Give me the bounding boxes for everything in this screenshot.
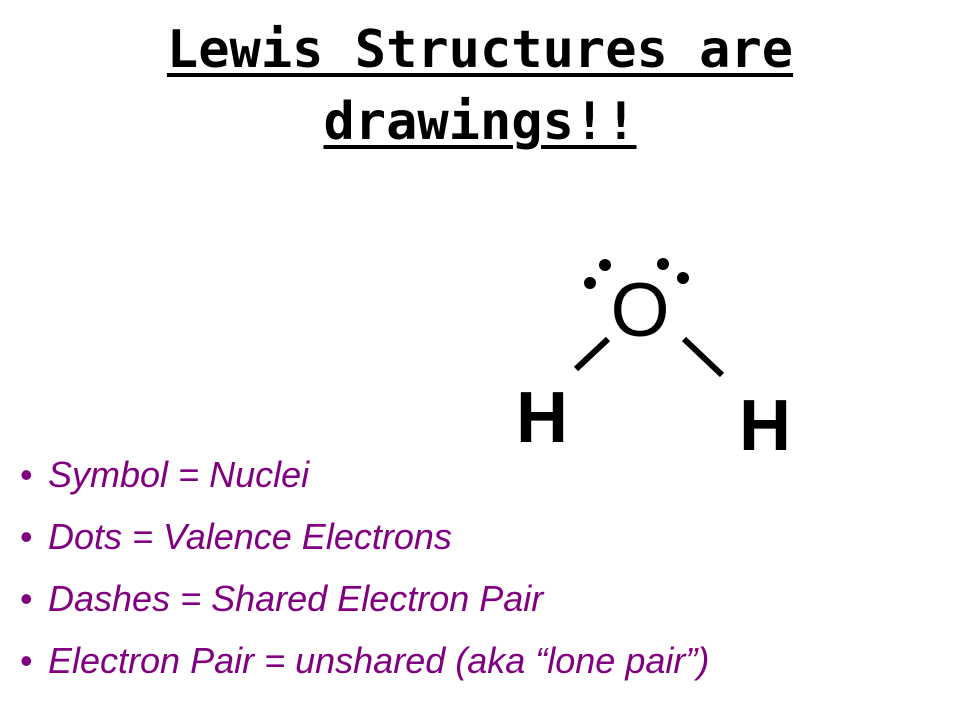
lone-pair-dot bbox=[657, 258, 669, 270]
bullet-text: Electron Pair = unshared (aka “lone pair… bbox=[48, 640, 710, 681]
hydrogen-symbol-right: H bbox=[739, 386, 791, 466]
title-line-2: drawings!! bbox=[323, 92, 637, 152]
bullet-dot: • bbox=[20, 454, 33, 495]
bullet-text: Dashes = Shared Electron Pair bbox=[48, 578, 544, 619]
bullet-dot: • bbox=[20, 640, 33, 681]
bullet-dot: • bbox=[20, 516, 33, 557]
bullet-item: • Dots = Valence Electrons bbox=[20, 506, 709, 568]
hydrogen-symbol-left: H bbox=[516, 378, 568, 458]
bullet-dot: • bbox=[20, 578, 33, 619]
slide-title: Lewis Structures are drawings!! bbox=[0, 14, 960, 158]
title-line-1: Lewis Structures are bbox=[166, 20, 794, 80]
bullet-item: • Dashes = Shared Electron Pair bbox=[20, 568, 709, 630]
bond-dash-left bbox=[573, 336, 611, 372]
bullet-text: Dots = Valence Electrons bbox=[48, 516, 452, 557]
bullet-text: Symbol = Nuclei bbox=[48, 454, 310, 495]
bullet-list: • Symbol = Nuclei • Dots = Valence Elect… bbox=[20, 444, 709, 692]
lone-pair-dot bbox=[677, 272, 689, 284]
bullet-item: • Symbol = Nuclei bbox=[20, 444, 709, 506]
lone-pair-dot bbox=[599, 259, 611, 271]
lone-pair-dot bbox=[584, 277, 596, 289]
bond-dash-right bbox=[681, 336, 725, 378]
oxygen-symbol: O bbox=[610, 268, 669, 353]
bullet-item: • Electron Pair = unshared (aka “lone pa… bbox=[20, 630, 709, 692]
water-lewis-structure: O H H bbox=[516, 258, 791, 466]
